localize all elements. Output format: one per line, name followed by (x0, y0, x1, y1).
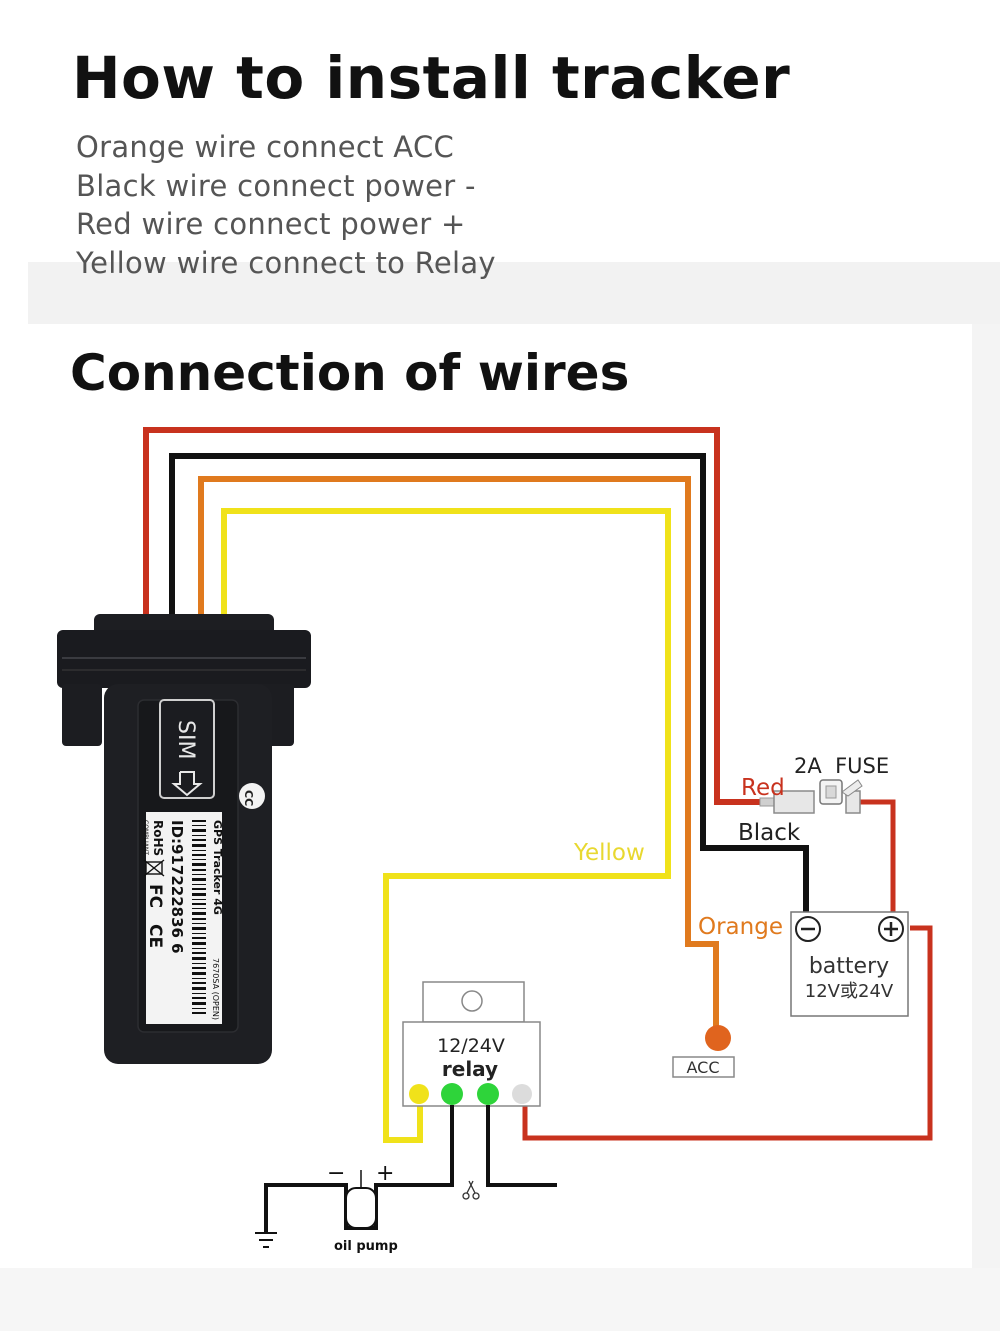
sim-label: SIM (173, 720, 198, 759)
fuse-to-battery-wire (860, 799, 896, 912)
background-strip (972, 324, 1000, 1284)
relay-pin-white (512, 1084, 532, 1104)
battery-voltage: 12V或24V (805, 981, 894, 1002)
acc-box (672, 1056, 735, 1078)
rohs-sublabel: COMPLIANT (142, 820, 149, 855)
instruction-red: Red wire connect power + (76, 207, 466, 241)
red-wire (143, 427, 760, 805)
oil-pump-icon (345, 1170, 377, 1229)
instruction-orange: Orange wire connect ACC (76, 130, 455, 164)
instruction-list: Orange wire connect ACC Black wire conne… (76, 128, 496, 282)
background-band (28, 262, 1000, 324)
black-wire (169, 453, 809, 912)
device-id: ID:917222836 6 (168, 820, 186, 954)
battery-to-relay-wire (522, 925, 933, 1141)
gps-tracker-device (57, 614, 311, 1064)
device-model: GPS Tracker 4G (211, 820, 224, 915)
acc-label: ACC (686, 1058, 719, 1077)
instruction-black: Black wire connect power - (76, 168, 476, 203)
wire-label-orange: Orange (698, 914, 783, 940)
instruction-yellow: Yellow wire connect to Relay (76, 245, 496, 280)
oil-pump-label: oil pump (334, 1239, 398, 1254)
scissors-icon (462, 1180, 480, 1200)
acc-terminal (705, 1025, 731, 1051)
device-part: 7670SA (OPEN) (211, 958, 220, 1020)
sim-arrow-icon (171, 771, 203, 797)
section-title: Connection of wires (70, 344, 630, 402)
yellow-wire (221, 508, 671, 1143)
rohs-label: RoHS (151, 820, 165, 856)
fuse-label: 2A FUSE (794, 754, 889, 778)
barcode-icon (192, 820, 206, 1014)
battery-label: battery (809, 954, 889, 979)
page-title: How to install tracker (72, 44, 791, 112)
relay-pin-green-1 (441, 1083, 463, 1105)
relay-to-cut-wire (486, 1105, 557, 1187)
relay-mount-hole (461, 990, 483, 1012)
orange-wire (198, 476, 719, 1028)
ce-mark: CE (145, 924, 165, 948)
relay-label: relay (442, 1057, 498, 1081)
wire-label-black: Black (738, 820, 801, 846)
wire-label-yellow: Yellow (573, 840, 645, 866)
oil-pump-plus: + (376, 1161, 394, 1186)
fuse-icon (759, 779, 863, 814)
fc-mark: FC (145, 884, 165, 908)
oil-pump-minus: − (327, 1161, 345, 1186)
background-strip-bottom (0, 1268, 1000, 1331)
relay-voltage: 12/24V (437, 1035, 505, 1057)
wire-label-red: Red (741, 775, 785, 801)
cc-mark: CC (242, 790, 255, 806)
relay-pin-yellow (409, 1084, 429, 1104)
ground-icon (255, 1232, 277, 1248)
relay-pin-green-2 (477, 1083, 499, 1105)
weee-bin-icon (143, 859, 165, 877)
